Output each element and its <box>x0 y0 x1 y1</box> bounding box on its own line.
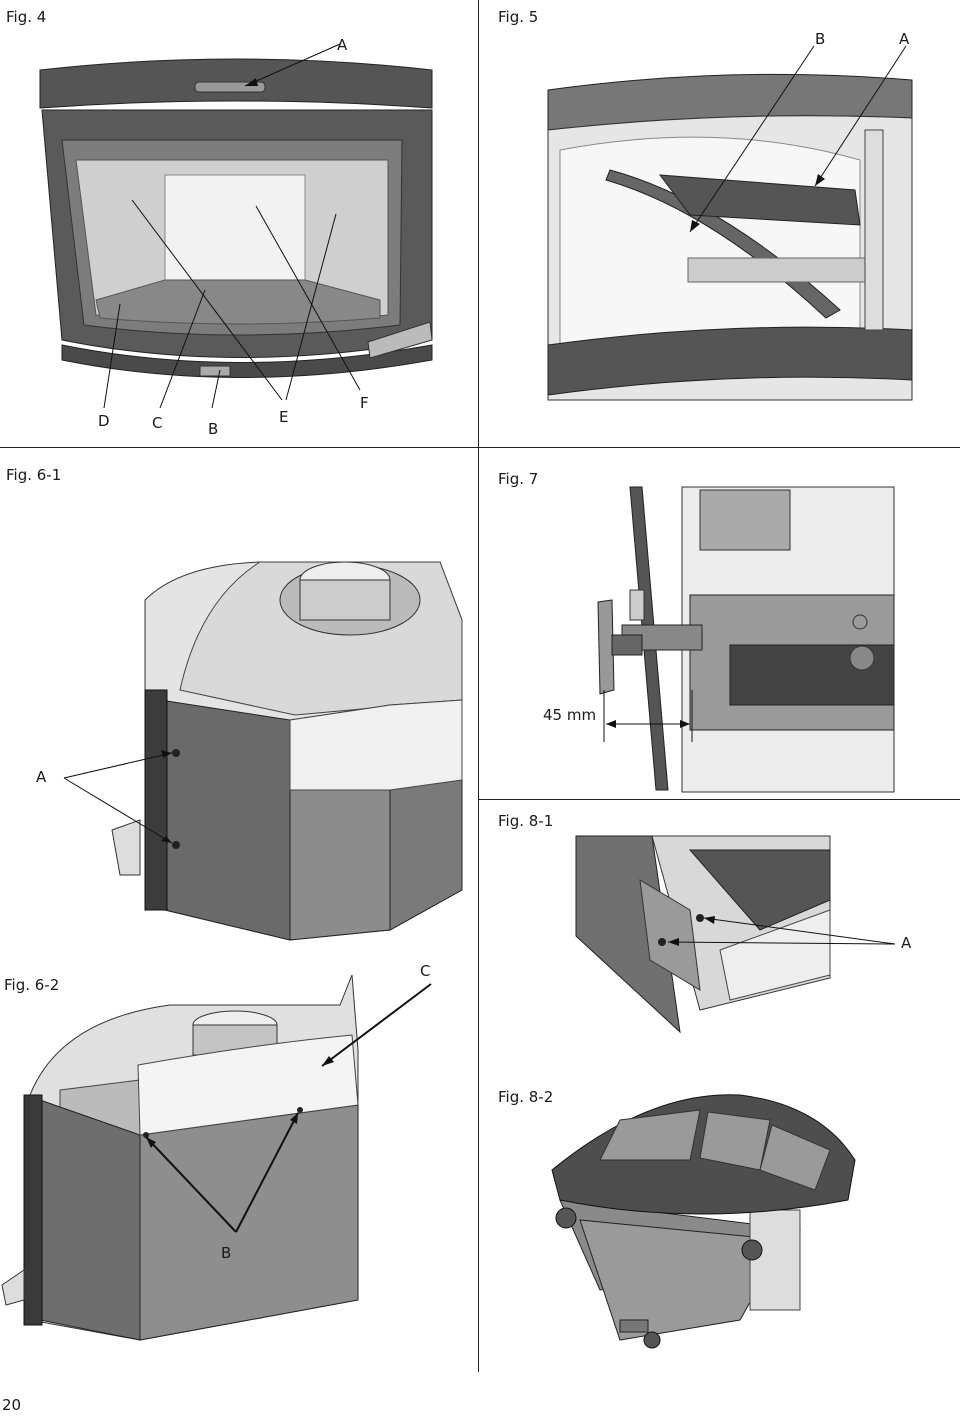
fig5-label: Fig. 5 <box>498 8 539 26</box>
fig4-callout-b: B <box>208 420 219 438</box>
vertical-divider <box>478 0 479 1372</box>
fig81-label: Fig. 8-1 <box>498 812 554 830</box>
horizontal-divider-top <box>0 447 960 448</box>
fig5-callout-b: B <box>815 30 826 48</box>
fig4-label: Fig. 4 <box>6 8 47 26</box>
fig4-callout-a: A <box>337 36 348 54</box>
fig82-label: Fig. 8-2 <box>498 1088 554 1106</box>
horizontal-divider-right <box>478 799 960 800</box>
fig4-callout-f: F <box>360 394 369 412</box>
fig4-callout-c: C <box>152 414 163 432</box>
fig61-callout-a: A <box>36 768 47 786</box>
fig62-label: Fig. 6-2 <box>4 976 60 994</box>
fig62-callout-c: C <box>420 962 431 980</box>
fig81-callout-a: A <box>901 934 912 952</box>
fig62-callout-b: B <box>221 1244 232 1262</box>
fig7-dimension: 45 mm <box>543 706 597 724</box>
fig4-callout-d: D <box>98 412 110 430</box>
fig7-label: Fig. 7 <box>498 470 539 488</box>
page-number: 20 <box>2 1396 22 1414</box>
fig4-callout-e: E <box>279 408 289 426</box>
fig5-callout-a: A <box>899 30 910 48</box>
fig61-label: Fig. 6-1 <box>6 466 62 484</box>
